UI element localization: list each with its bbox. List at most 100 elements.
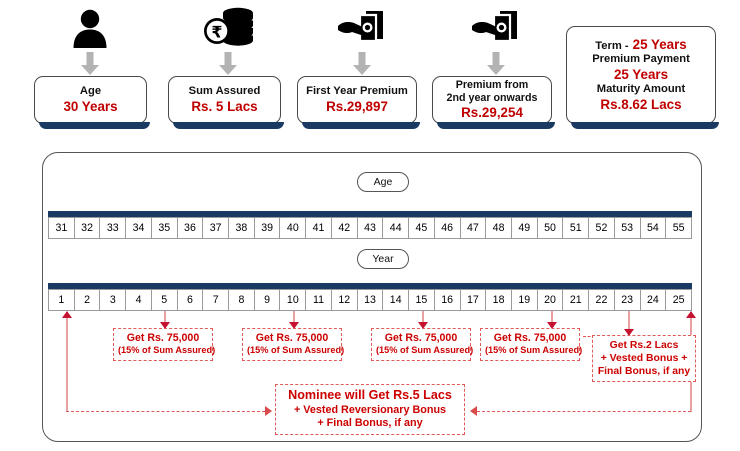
survival-benefit-year-15-amount: Get Rs. 75,000 [384,332,458,344]
age-cell-47: 47 [460,217,487,239]
age-cell-54: 54 [640,217,667,239]
year-cell-8: 8 [229,289,255,311]
survival-benefit-year-20-amount: Get Rs. 75,000 [493,332,567,344]
year-cell-6: 6 [177,289,204,311]
year-cell-5: 5 [151,289,178,311]
grey-arrow-down-icon [352,52,372,81]
death-benefit-callout: Nominee will Get Rs.5 Lacs + Vested Reve… [275,384,465,435]
summary-term-label: Term - [595,39,629,52]
age-cell-49: 49 [511,217,538,239]
year-cell-11: 11 [306,289,332,311]
survival-benefit-year-15: Get Rs. 75,000 (15% of Sum Assured) [371,328,473,361]
year-axis-bar [48,283,692,289]
year-axis-pill: Year [357,249,409,269]
card-policy-summary: Term - 25 Years Premium Payment 25 Years… [566,26,719,129]
survival-benefit-year-20: Get Rs. 75,000 (15% of Sum Assured) [480,328,583,361]
year-cell-4: 4 [126,289,152,311]
card-renewal-premium-label-line2: 2nd year onwards [446,91,538,104]
age-cell-31: 31 [48,217,75,239]
age-cell-32: 32 [74,217,101,239]
year-cell-12: 12 [331,289,358,311]
arrow-down-year-5 [160,322,170,329]
summary-term-value: 25 Years [632,36,687,52]
death-benefit-line2: + Vested Reversionary Bonus [293,403,447,416]
arrow-down-year-23 [624,329,634,336]
grey-arrow-down-icon [486,52,506,81]
age-cell-38: 38 [229,217,255,239]
year-cell-15: 15 [409,289,435,311]
age-cell-41: 41 [306,217,332,239]
death-benefit-line1: Nominee will Get Rs.5 Lacs [288,388,452,402]
summary-premium-payment-label: Premium Payment [592,53,690,66]
age-cell-50: 50 [537,217,564,239]
year-cell-16: 16 [434,289,461,311]
card-first-year-premium-value: Rs.29,897 [326,98,388,114]
death-benefit-path-left [66,411,265,412]
year-cell-2: 2 [74,289,101,311]
survival-benefit-year-10-amount: Get Rs. 75,000 [255,332,329,344]
age-cell-43: 43 [357,217,384,239]
survival-benefit-year-10: Get Rs. 75,000 (15% of Sum Assured) [242,328,344,361]
svg-text:₹: ₹ [211,23,222,42]
card-age: Age 30 Years [34,76,150,129]
connector-year-20 [551,311,553,325]
death-benefit-line3: + Final Bonus, if any [317,417,423,430]
age-cell-51: 51 [563,217,590,239]
year-cell-18: 18 [486,289,512,311]
grey-arrow-down-icon [80,52,100,81]
card-first-year-premium: First Year Premium Rs.29,897 [297,76,420,129]
year-cell-3: 3 [100,289,127,311]
age-cell-35: 35 [151,217,178,239]
card-renewal-premium-value: Rs.29,254 [461,104,523,120]
connector-year-10 [293,311,295,325]
grey-arrow-down-icon [218,52,238,81]
age-cell-37: 37 [203,217,230,239]
hand-cash-icon [336,8,388,53]
rupee-coins-icon: ₹ [202,6,258,55]
arrow-right-into-death-benefit [265,406,272,416]
year-cell-1: 1 [48,289,75,311]
year-cell-24: 24 [640,289,667,311]
age-cell-48: 48 [486,217,512,239]
age-cell-36: 36 [177,217,204,239]
arrow-down-year-15 [418,322,428,329]
arrow-down-year-20 [547,322,557,329]
age-axis-bar [48,211,692,217]
age-cell-53: 53 [614,217,641,239]
connector-year-15 [422,311,424,325]
age-cell-34: 34 [126,217,152,239]
age-cell-52: 52 [589,217,615,239]
card-sum-assured-label: Sum Assured [188,85,261,97]
age-cell-45: 45 [409,217,435,239]
year-cell-20: 20 [537,289,564,311]
summary-maturity-label: Maturity Amount [596,83,686,96]
card-age-label: Age [79,85,102,97]
death-benefit-path-right [477,411,691,412]
maturity-benefit-line1: Get Rs.2 Lacs [609,340,679,351]
arrow-left-into-death-benefit [470,406,477,416]
year-axis-pill-label: Year [372,253,394,265]
survival-benefit-year-20-note: (15% of Sum Assured) [485,345,583,356]
age-cell-33: 33 [100,217,127,239]
age-cell-42: 42 [331,217,358,239]
connector-year-23 [628,311,630,332]
hand-cash-icon [470,8,522,53]
arrow-up-year-1 [62,311,72,318]
maturity-callout-stub-left [583,336,595,337]
card-sum-assured-value: Rs. 5 Lacs [191,98,258,114]
survival-benefit-year-5: Get Rs. 75,000 (15% of Sum Assured) [113,328,216,361]
summary-premium-payment-value: 25 Years [613,66,669,82]
age-cell-55: 55 [666,217,692,239]
maturity-benefit-callout: Get Rs.2 Lacs + Vested Bonus + Final Bon… [592,335,696,382]
year-cell-25: 25 [666,289,692,311]
year-cell-17: 17 [460,289,487,311]
card-renewal-premium-label-line1: Premium from [455,78,529,91]
year-cell-22: 22 [589,289,615,311]
survival-benefit-year-5-note: (15% of Sum Assured) [118,345,216,356]
year-cell-10: 10 [280,289,307,311]
year-cell-14: 14 [383,289,410,311]
age-cell-46: 46 [434,217,461,239]
age-axis-pill-label: Age [373,176,393,188]
